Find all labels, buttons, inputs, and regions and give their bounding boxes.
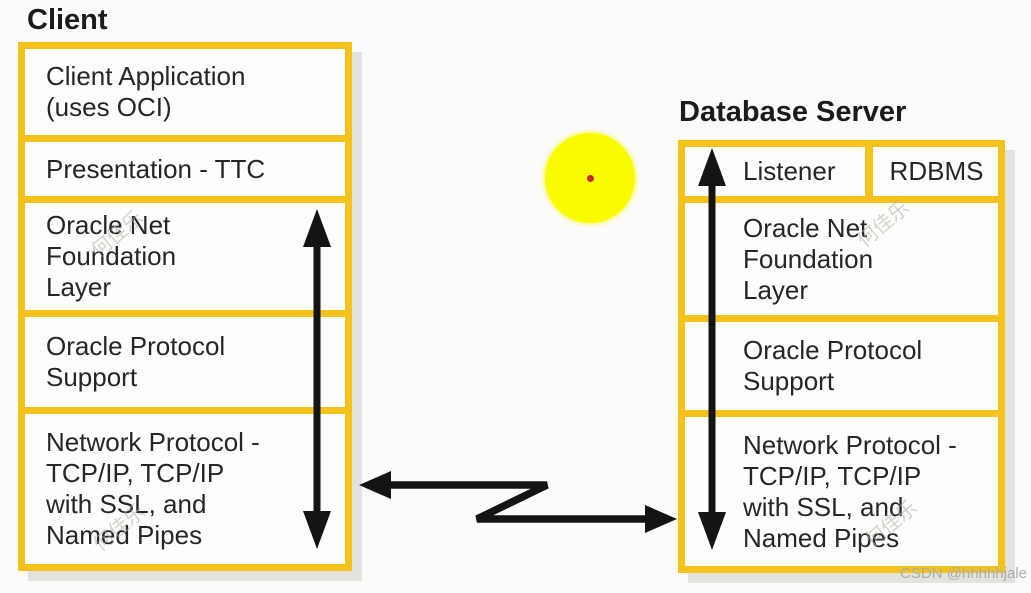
client-stack-box: Client Application (uses OCI) Presentati… <box>18 42 352 571</box>
client-application-label: Client Application (uses OCI) <box>46 61 246 122</box>
rdbms-label: RDBMS <box>889 156 984 186</box>
client-row-network-protocol: Network Protocol - TCP/IP, TCP/IP with S… <box>25 414 345 564</box>
server-row-protocol-support: Oracle Protocol Support <box>685 322 998 410</box>
rdbms-cell: RDBMS <box>873 147 998 196</box>
vertical-double-arrow-icon <box>303 209 331 549</box>
foundation-layer-label: Oracle Net Foundation Layer <box>743 212 874 305</box>
row-divider <box>685 196 998 203</box>
network-protocol-label: Network Protocol - TCP/IP, TCP/IP with S… <box>46 427 260 550</box>
csdn-watermark: CSDN @hhhhhjale <box>900 565 1027 582</box>
row-divider <box>25 196 345 203</box>
server-row-listener-rdbms: Listener RDBMS <box>685 147 998 196</box>
row-divider <box>685 410 998 417</box>
presentation-ttc-label: Presentation - TTC <box>46 153 266 184</box>
protocol-support-label: Oracle Protocol Support <box>743 335 923 396</box>
row-divider <box>685 315 998 322</box>
client-row-application: Client Application (uses OCI) <box>25 49 345 135</box>
database-server-stack-box: Listener RDBMS Oracle Net Foundation Lay… <box>678 140 1005 573</box>
foundation-layer-label: Oracle Net Foundation Layer <box>46 210 177 302</box>
row-divider <box>25 310 345 317</box>
vertical-double-arrow-icon <box>698 148 726 550</box>
protocol-support-label: Oracle Protocol Support <box>46 331 226 392</box>
client-row-foundation-layer: Oracle Net Foundation Layer <box>25 203 345 310</box>
zigzag-double-arrow-icon <box>359 471 677 533</box>
listener-label: Listener <box>743 156 836 186</box>
database-server-title: Database Server <box>679 96 907 128</box>
network-protocol-label: Network Protocol - TCP/IP, TCP/IP with S… <box>743 429 957 553</box>
cursor-dot <box>587 175 594 182</box>
listener-cell: Listener <box>685 147 865 196</box>
server-row-network-protocol: Network Protocol - TCP/IP, TCP/IP with S… <box>685 417 998 566</box>
row-divider <box>25 135 345 142</box>
client-row-presentation: Presentation - TTC <box>25 142 345 196</box>
client-row-protocol-support: Oracle Protocol Support <box>25 317 345 407</box>
row-divider <box>25 407 345 414</box>
client-title: Client <box>27 4 108 36</box>
cell-divider <box>865 147 873 196</box>
server-row-foundation-layer: Oracle Net Foundation Layer <box>685 203 998 315</box>
